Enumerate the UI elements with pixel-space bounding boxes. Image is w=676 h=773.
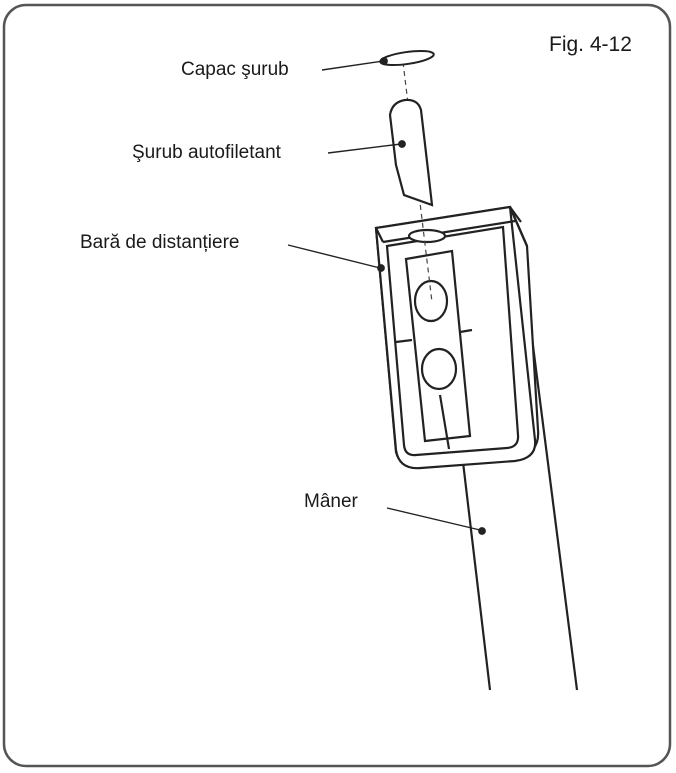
label-self-tapping-screw: Şurub autofiletant	[132, 142, 281, 163]
leader-spacer-bar	[287, 244, 381, 269]
leader-screw	[327, 143, 402, 154]
leader-dot-handle	[478, 527, 486, 535]
leader-dot-screw-cap	[380, 57, 388, 65]
leader-dot-spacer-bar	[377, 264, 385, 272]
leader-handle	[386, 507, 481, 531]
figure-frame	[2, 3, 672, 768]
screw-cap	[379, 49, 435, 67]
spacer-bar-block	[374, 205, 540, 470]
label-spacer-bar: Bară de distanțiere	[80, 232, 240, 253]
leader-screw-cap	[321, 60, 384, 71]
label-screw-cap: Capac şurub	[181, 59, 289, 80]
self-tapping-screw	[388, 98, 434, 207]
leader-dot-screw	[398, 140, 406, 148]
leader-lines	[287, 57, 486, 535]
figure-number: Fig. 4-12	[549, 33, 632, 56]
label-handle: Mâner	[304, 491, 358, 512]
